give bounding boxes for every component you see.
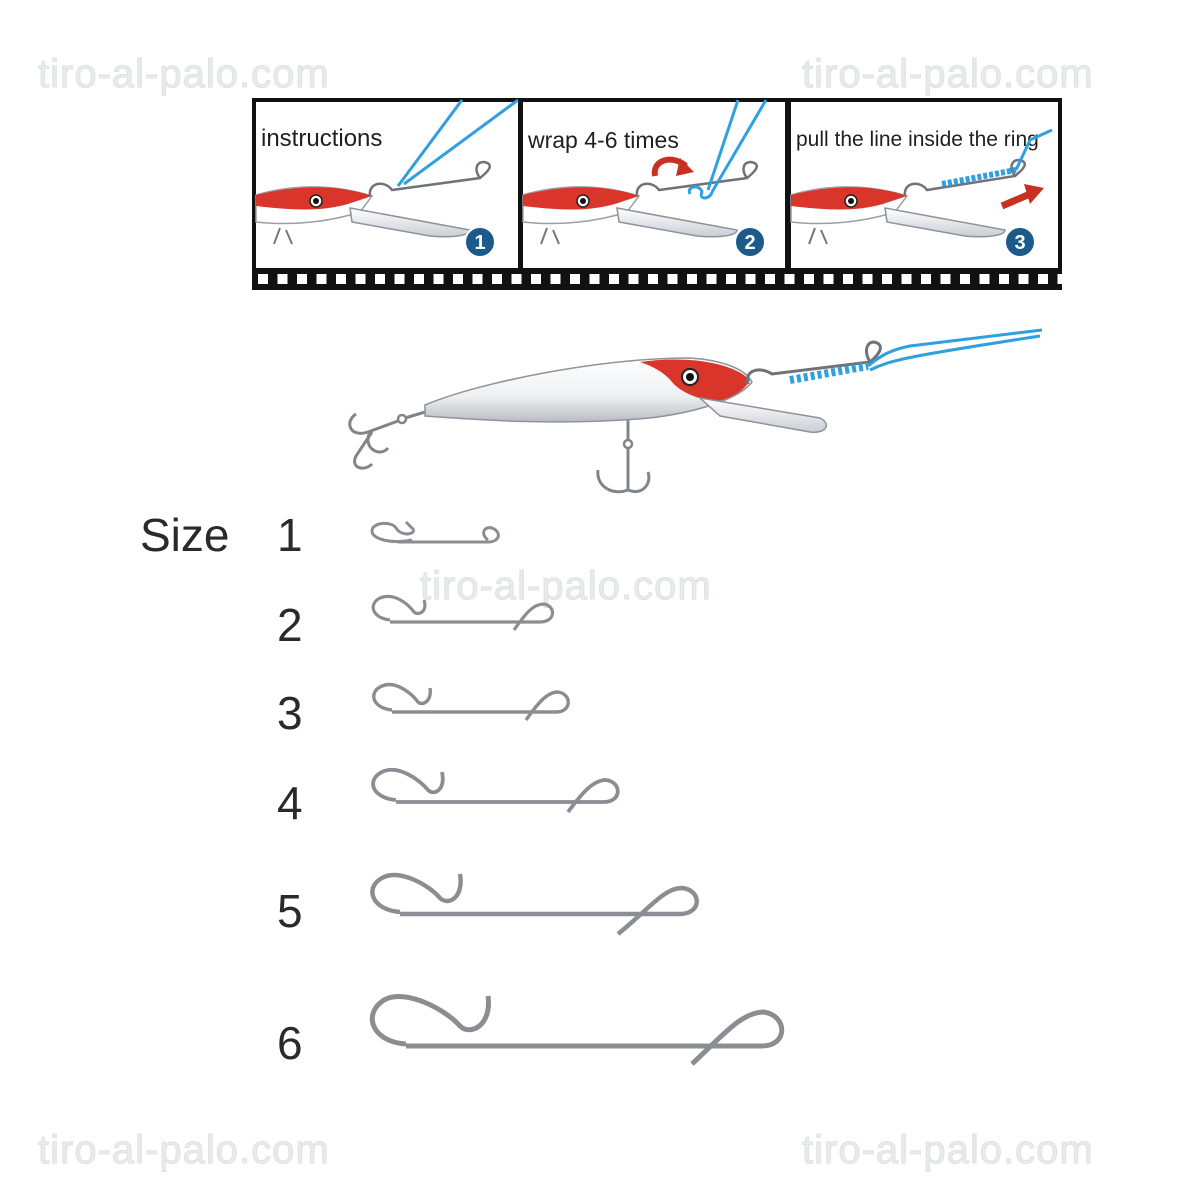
snap-size-3 [372, 682, 570, 721]
step-badge-1: 1 [474, 232, 485, 254]
step-badge-2: 2 [744, 232, 755, 254]
sprocket-hole [882, 274, 892, 284]
sprocket-hole [979, 274, 990, 284]
lure-illustration [348, 328, 1043, 494]
sprocket-hole [726, 274, 736, 284]
panel-2-caption: wrap 4-6 times [527, 127, 679, 153]
snap-size-1 [370, 520, 500, 544]
sprocket-hole [843, 274, 853, 284]
snap-size-2 [371, 594, 555, 631]
sprocket-hole [433, 274, 444, 284]
sprocket-hole [1057, 274, 1068, 284]
snap-size-4 [371, 768, 620, 814]
sprocket-hole [414, 274, 424, 284]
watermark: tiro-al-palo.com [802, 1128, 1094, 1173]
sprocket-hole [1018, 274, 1029, 284]
watermark: tiro-al-palo.com [802, 52, 1094, 97]
size-number-4: 4 [277, 777, 303, 829]
size-number-2: 2 [277, 599, 303, 651]
sprocket-hole [492, 274, 502, 284]
panel-3-caption: pull the line inside the ring [796, 128, 1039, 151]
sprocket-hole [784, 274, 795, 284]
size-number-3: 3 [277, 687, 303, 739]
filmstrip: instructions 1 wrap 4-6 times [252, 98, 1068, 290]
sprocket-holes [258, 274, 1068, 284]
sprocket-hole [316, 274, 327, 284]
panel-1-caption: instructions [261, 125, 382, 152]
sprocket-hole [511, 274, 522, 284]
sprocket-hole [862, 274, 873, 284]
sprocket-hole [901, 274, 912, 284]
sprocket-hole [453, 274, 463, 284]
sprocket-hole [258, 274, 268, 284]
sprocket-hole [804, 274, 814, 284]
sprocket-hole [297, 274, 307, 284]
sprocket-hole [687, 274, 697, 284]
snap-size-6 [369, 994, 785, 1066]
sprocket-hole [765, 274, 775, 284]
size-number-5: 5 [277, 885, 303, 937]
step-badge-3: 3 [1014, 232, 1025, 254]
sprocket-hole [628, 274, 639, 284]
sprocket-hole [531, 274, 541, 284]
sprocket-hole [609, 274, 619, 284]
sprocket-hole [940, 274, 951, 284]
sprocket-hole [648, 274, 658, 284]
sprocket-hole [570, 274, 580, 284]
sprocket-hole [667, 274, 678, 284]
sprocket-hole [999, 274, 1009, 284]
sprocket-hole [472, 274, 483, 284]
sprocket-hole [745, 274, 756, 284]
sprocket-hole [375, 274, 385, 284]
sprocket-hole [960, 274, 970, 284]
sprocket-hole [823, 274, 834, 284]
size-chart [369, 520, 785, 1066]
panel-1: instructions 1 [255, 98, 519, 268]
sprocket-hole [706, 274, 717, 284]
sprocket-hole [394, 274, 405, 284]
watermark: tiro-al-palo.com [38, 1128, 330, 1173]
sprocket-hole [921, 274, 931, 284]
watermark: tiro-al-palo.com [38, 52, 330, 97]
size-number-6: 6 [277, 1017, 303, 1069]
sprocket-hole [277, 274, 288, 284]
snap-size-5 [370, 872, 699, 936]
size-label: Size [140, 509, 230, 561]
sprocket-hole [1038, 274, 1048, 284]
sprocket-hole [336, 274, 346, 284]
panel-2: wrap 4-6 times 2 [522, 99, 785, 268]
watermark: tiro-al-palo.com [420, 564, 712, 609]
sprocket-hole [355, 274, 366, 284]
size-number-1: 1 [277, 509, 303, 561]
sprocket-hole [550, 274, 561, 284]
sprocket-hole [589, 274, 600, 284]
panel-3: pull the line inside the ring 3 [790, 102, 1058, 268]
